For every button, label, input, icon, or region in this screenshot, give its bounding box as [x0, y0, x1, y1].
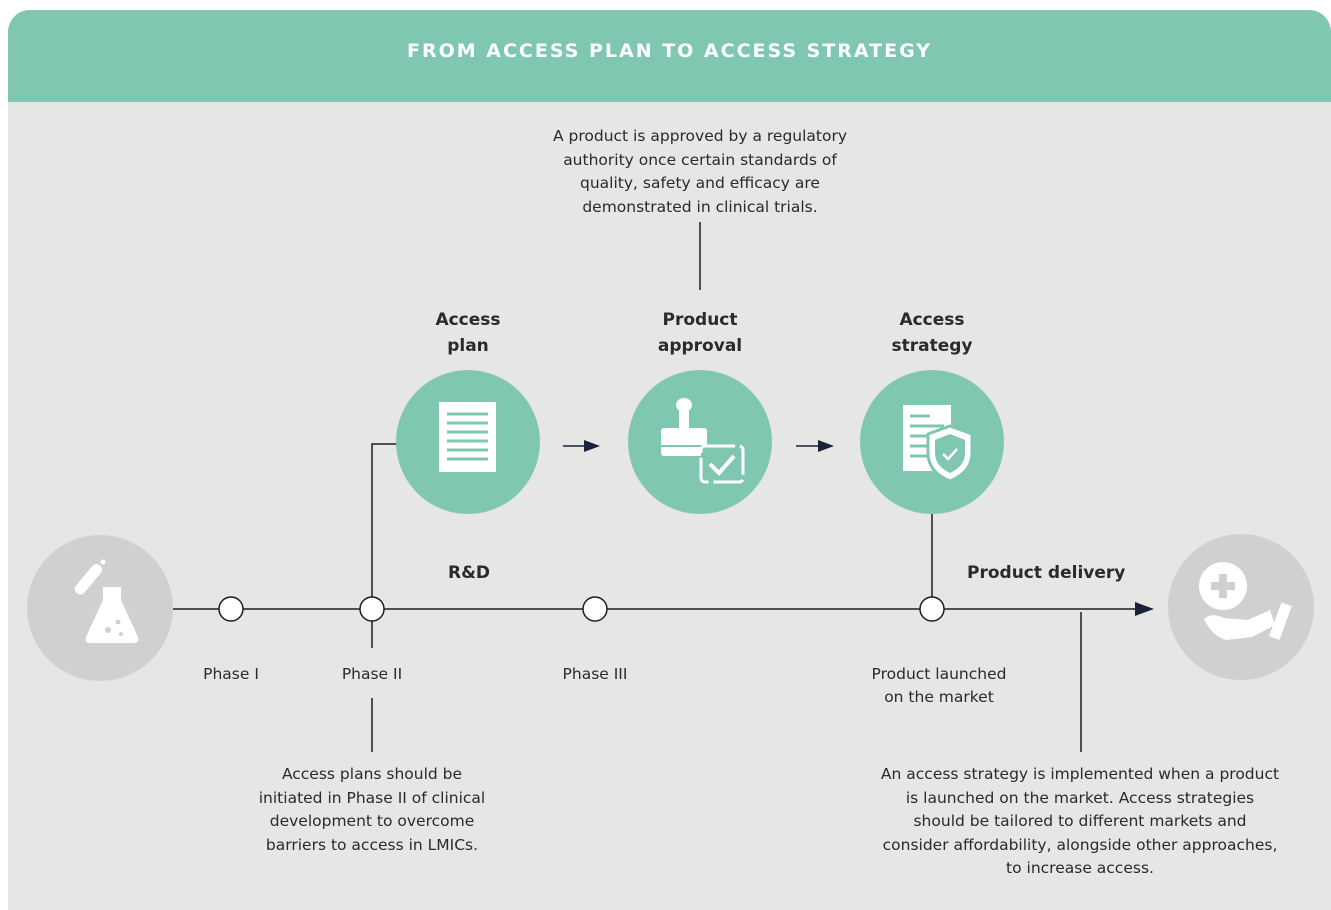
launch-node [919, 596, 945, 622]
product-delivery-label: Product delivery [967, 563, 1126, 583]
arrow-approval-to-strategy [796, 440, 834, 452]
approval-note: A product is approved by a regulatory au… [552, 127, 848, 216]
product-approval-circle [628, 370, 772, 514]
infographic-card: FROM ACCESS PLAN TO ACCESS STRATEGY [8, 10, 1331, 910]
start-circle [27, 535, 173, 681]
lab-flask-icon [74, 559, 139, 643]
header-bar: FROM ACCESS PLAN TO ACCESS STRATEGY [8, 10, 1331, 102]
product-approval-label-line2: approval [657, 336, 743, 356]
page-title: FROM ACCESS PLAN TO ACCESS STRATEGY [406, 40, 933, 62]
access-strategy-label: Access strategy [872, 307, 992, 359]
product-approval-label-line1: Product [662, 310, 738, 330]
hand-medical-cross-icon [1199, 562, 1292, 640]
access-strategy-circle [860, 370, 1004, 514]
document-shield-icon [903, 405, 974, 483]
phase1-label: Phase I [203, 665, 259, 683]
launch-label-line1: Product launched [871, 665, 1007, 683]
phase2-label: Phase II [341, 665, 403, 683]
access-plan-note: Access plans should be initiated in Phas… [258, 765, 486, 854]
access-plan-circle [396, 370, 540, 514]
phase3-label: Phase III [562, 665, 628, 683]
access-plan-label: Access plan [408, 307, 528, 359]
access-strategy-note: An access strategy is implemented when a… [880, 765, 1280, 877]
document-icon [439, 402, 496, 472]
phase2-node [359, 596, 385, 622]
launch-label-line2: on the market [884, 688, 994, 706]
launch-label: Product launched on the market [854, 663, 1024, 709]
arrow-plan-to-approval [563, 440, 600, 452]
end-circle [1168, 534, 1314, 680]
product-approval-label: Product approval [640, 307, 760, 359]
access-strategy-label-line1: Access [899, 310, 965, 330]
access-plan-label-line1: Access [435, 310, 501, 330]
phase1-node [218, 596, 244, 622]
phase3-node [582, 596, 608, 622]
phase2-to-access-plan-connector [371, 443, 398, 609]
access-strategy-label-line2: strategy [891, 336, 973, 356]
approval-stamp-icon [661, 398, 745, 484]
access-plan-label-line2: plan [447, 336, 489, 356]
timeline-arrowhead [1135, 602, 1154, 616]
rd-label: R&D [448, 563, 491, 583]
